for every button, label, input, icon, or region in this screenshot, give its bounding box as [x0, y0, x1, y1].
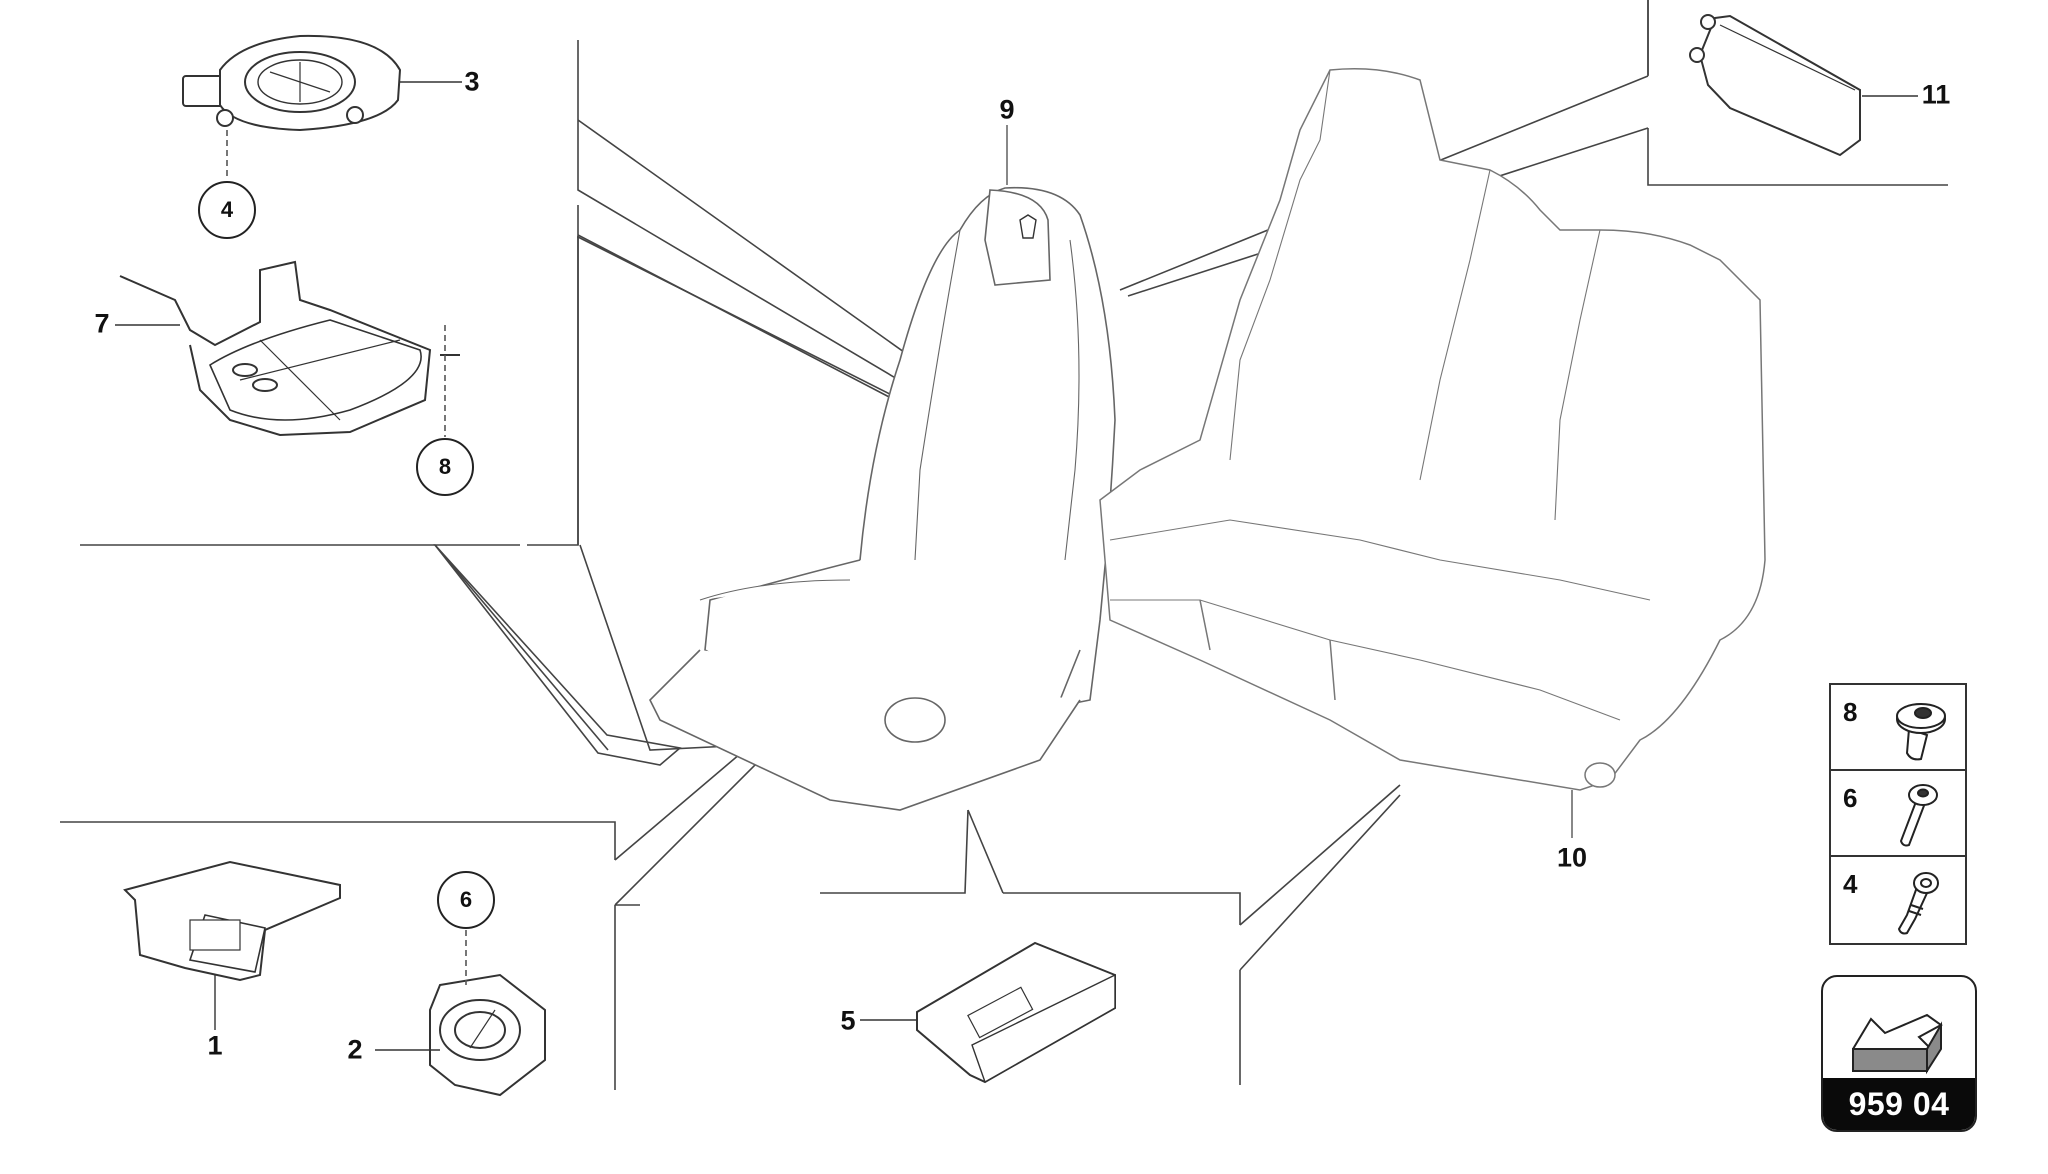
speaker-bracket-part-7: [115, 260, 460, 437]
flange-bolt-icon: [1896, 703, 1946, 761]
legend-label: 6: [1843, 783, 1858, 813]
long-screw-icon: [1899, 784, 1938, 847]
legend-item-8[interactable]: 8: [1831, 685, 1965, 771]
ref-circle-4[interactable]: 4: [198, 181, 256, 239]
callout-11[interactable]: 11: [1921, 79, 1951, 110]
callout-1[interactable]: 1: [207, 1030, 223, 1061]
fastener-legend: 8 6 4: [1829, 683, 1967, 945]
control-module-part-5: [860, 941, 1116, 1084]
direction-arrow-icon: [1852, 1013, 1943, 1075]
control-unit-part-11: [1689, 14, 1918, 157]
callout-9[interactable]: 9: [999, 94, 1015, 125]
page-code-badge[interactable]: 959 04: [1821, 975, 1977, 1132]
frame-lines: [60, 0, 1948, 1090]
control-unit-part-1: [123, 860, 341, 1030]
rear-seat-part-10: [1099, 68, 1766, 838]
stud-bolt-icon: [1897, 872, 1939, 935]
callout-10[interactable]: 10: [1556, 842, 1588, 873]
legend-item-6[interactable]: 6: [1831, 771, 1965, 857]
ref-circle-6[interactable]: 6: [437, 871, 495, 929]
callout-3[interactable]: 3: [464, 66, 480, 97]
callout-2[interactable]: 2: [347, 1034, 363, 1065]
legend-label: 8: [1843, 697, 1858, 727]
ref-circle-8[interactable]: 8: [416, 438, 474, 496]
callout-5[interactable]: 5: [840, 1005, 856, 1036]
front-seat-part-9: [649, 125, 1116, 811]
callout-7[interactable]: 7: [94, 308, 110, 339]
legend-item-4[interactable]: 4: [1831, 857, 1965, 943]
speaker-part-3: [182, 34, 462, 132]
sensor-unit-part-2: [375, 973, 546, 1097]
page-code: 959 04: [1823, 1078, 1975, 1130]
legend-label: 4: [1843, 869, 1858, 899]
